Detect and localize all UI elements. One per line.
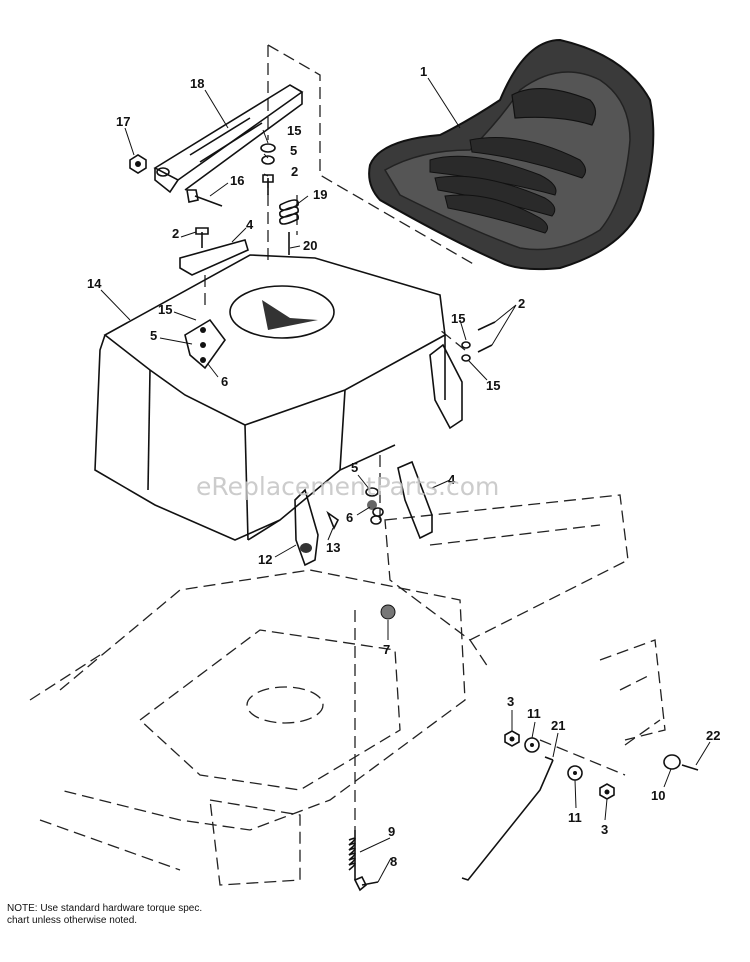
rod-assembly — [348, 730, 699, 892]
callout-15-left: 15 — [158, 302, 172, 317]
callout-15-top: 15 — [287, 123, 301, 138]
callout-7: 7 — [383, 642, 390, 657]
seat-pan-part — [94, 254, 446, 541]
callout-5-top: 5 — [290, 143, 297, 158]
callout-11-right: 11 — [568, 810, 582, 825]
callout-15-right-a: 15 — [451, 311, 465, 326]
callout-6-mid: 6 — [346, 510, 353, 525]
callout-17: 17 — [116, 114, 130, 129]
callout-6-left: 6 — [221, 374, 228, 389]
callout-2-top: 2 — [291, 164, 298, 179]
callout-4-left: 4 — [246, 217, 254, 232]
callout-21: 21 — [551, 718, 565, 733]
torque-note: NOTE: Use standard hardware torque spec.… — [7, 903, 203, 926]
callout-8: 8 — [390, 854, 397, 869]
callout-1: 1 — [420, 64, 427, 79]
callout-11-left: 11 — [527, 706, 541, 721]
callout-5-mid: 5 — [351, 460, 358, 475]
callout-13: 13 — [326, 540, 340, 555]
callout-18: 18 — [190, 76, 204, 91]
slide-rail-part — [153, 84, 304, 194]
seat-part — [368, 38, 655, 271]
center-hardware — [294, 460, 433, 620]
callout-2-left: 2 — [172, 226, 179, 241]
callout-numbers: 1 18 17 15 5 2 16 19 2 4 20 14 15 5 6 15… — [87, 64, 720, 869]
callout-3-right: 3 — [601, 822, 608, 837]
callout-12: 12 — [258, 552, 272, 567]
callout-22: 22 — [706, 728, 720, 743]
callout-5-left: 5 — [150, 328, 157, 343]
callout-2-right: 2 — [518, 296, 525, 311]
callout-19: 19 — [313, 187, 327, 202]
right-bracket — [429, 321, 496, 430]
callout-15-right-b: 15 — [486, 378, 500, 393]
callout-14: 14 — [87, 276, 102, 291]
leader-lines — [100, 77, 711, 883]
callout-20: 20 — [303, 238, 317, 253]
callout-3-left: 3 — [507, 694, 514, 709]
watermark-text: eReplacementParts.com — [196, 472, 499, 501]
callout-9: 9 — [388, 824, 395, 839]
callout-16: 16 — [230, 173, 244, 188]
callout-10: 10 — [651, 788, 665, 803]
lower-frame — [29, 494, 666, 886]
callout-4-right: 4 — [448, 472, 456, 487]
